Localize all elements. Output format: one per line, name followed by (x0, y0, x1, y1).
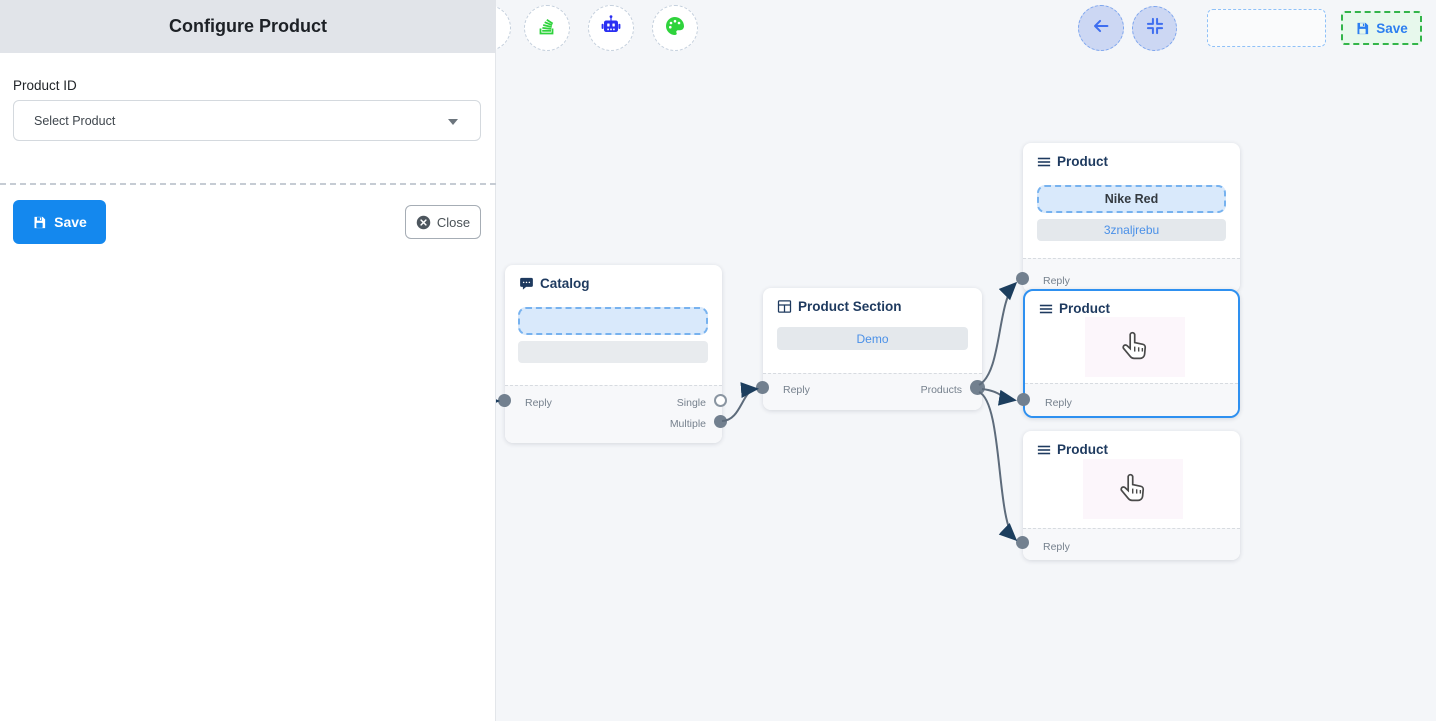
product-3-reply-handle[interactable] (1016, 536, 1029, 549)
catalog-secondary-bar[interactable] (518, 341, 708, 363)
product-id-select[interactable]: Select Product (13, 100, 481, 141)
menu-icon (1037, 443, 1051, 457)
palette-icon (663, 14, 687, 43)
cursor-hand-icon (1116, 471, 1150, 514)
empty-dropzone[interactable] (1207, 9, 1326, 47)
product-id-select-value: Select Product (34, 113, 116, 128)
node-product-1[interactable]: Product Nike Red 3znaljrebu Reply (1016, 143, 1240, 292)
node-product-1-title: Product (1057, 154, 1109, 169)
node-product-3-title: Product (1057, 442, 1109, 457)
product-1-value: Nike Red (1104, 192, 1159, 206)
product-1-reply-label: Reply (1043, 275, 1070, 287)
catalog-single-handle[interactable] (714, 394, 727, 407)
save-icon (32, 215, 47, 230)
menu-icon (1037, 155, 1051, 169)
hidden-toolbar-button[interactable] (496, 5, 511, 51)
product-section-demo-button[interactable]: Demo (777, 327, 968, 350)
node-product-1-footer: Reply (1023, 258, 1240, 292)
robot-icon (599, 14, 623, 43)
node-product-section[interactable]: Product Section Demo Reply Products (756, 288, 985, 410)
node-catalog[interactable]: Catalog Reply Single Multiple (498, 265, 727, 443)
catalog-reply-label: Reply (525, 397, 552, 409)
demo-label: Demo (856, 331, 889, 346)
stack-icon (535, 14, 559, 43)
product-section-products-handle[interactable] (970, 380, 985, 395)
node-catalog-footer: Reply Single Multiple (505, 385, 722, 443)
close-icon (416, 215, 431, 230)
product-section-reply-handle[interactable] (756, 381, 769, 394)
panel-save-label: Save (54, 214, 87, 230)
product-section-reply-label: Reply (783, 384, 810, 396)
node-product-2-footer: Reply (1025, 383, 1238, 416)
product-3-reply-label: Reply (1043, 541, 1070, 553)
panel-header: Configure Product (0, 0, 496, 53)
menu-icon (1039, 302, 1053, 316)
product-2-reply-handle[interactable] (1017, 393, 1030, 406)
product-1-value-input[interactable]: Nike Red (1037, 185, 1226, 213)
node-product-2[interactable]: Product Reply (1017, 289, 1240, 418)
save-icon (1355, 21, 1370, 36)
node-product-3[interactable]: Product Reply (1016, 431, 1240, 560)
product-1-id-chip[interactable]: 3znaljrebu (1037, 219, 1226, 241)
node-product-section-footer: Reply Products (763, 373, 982, 410)
canvas-save-label: Save (1376, 20, 1408, 36)
node-product-3-footer: Reply (1023, 528, 1240, 560)
panel-title: Configure Product (169, 16, 327, 36)
fit-view-button[interactable] (1132, 6, 1177, 51)
node-product-2-title: Product (1059, 301, 1111, 316)
cursor-hand-icon (1118, 329, 1152, 372)
flow-elements-button[interactable] (524, 5, 570, 51)
panel-close-button[interactable]: Close (405, 205, 481, 239)
node-product-section-title: Product Section (798, 299, 902, 314)
table-icon (777, 299, 792, 314)
product-id-label: Product ID (13, 78, 77, 93)
node-catalog-title: Catalog (540, 276, 590, 291)
catalog-single-label: Single (676, 397, 706, 409)
bot-button[interactable] (588, 5, 634, 51)
product-1-id: 3znaljrebu (1103, 223, 1160, 237)
chat-bubble-icon (519, 276, 534, 291)
catalog-multiple-handle[interactable] (714, 415, 727, 428)
back-arrow-icon (1090, 15, 1112, 42)
canvas-save-button[interactable]: Save (1341, 11, 1422, 45)
product-section-products-label: Products (920, 384, 962, 396)
product-2-reply-label: Reply (1045, 397, 1072, 409)
panel-divider (0, 183, 496, 185)
flow-canvas[interactable]: Save Catalog Reply Single (496, 0, 1436, 721)
panel-close-label: Close (436, 214, 471, 230)
configure-product-panel: Configure Product Product ID Select Prod… (0, 0, 496, 721)
catalog-message-input[interactable] (518, 307, 708, 335)
chevron-down-icon (448, 119, 458, 125)
fit-view-icon (1145, 16, 1165, 41)
catalog-reply-handle[interactable] (498, 394, 511, 407)
product-1-reply-handle[interactable] (1016, 272, 1029, 285)
back-button[interactable] (1078, 5, 1124, 51)
panel-save-button[interactable]: Save (13, 200, 106, 244)
catalog-multiple-label: Multiple (669, 418, 706, 430)
theme-button[interactable] (652, 5, 698, 51)
